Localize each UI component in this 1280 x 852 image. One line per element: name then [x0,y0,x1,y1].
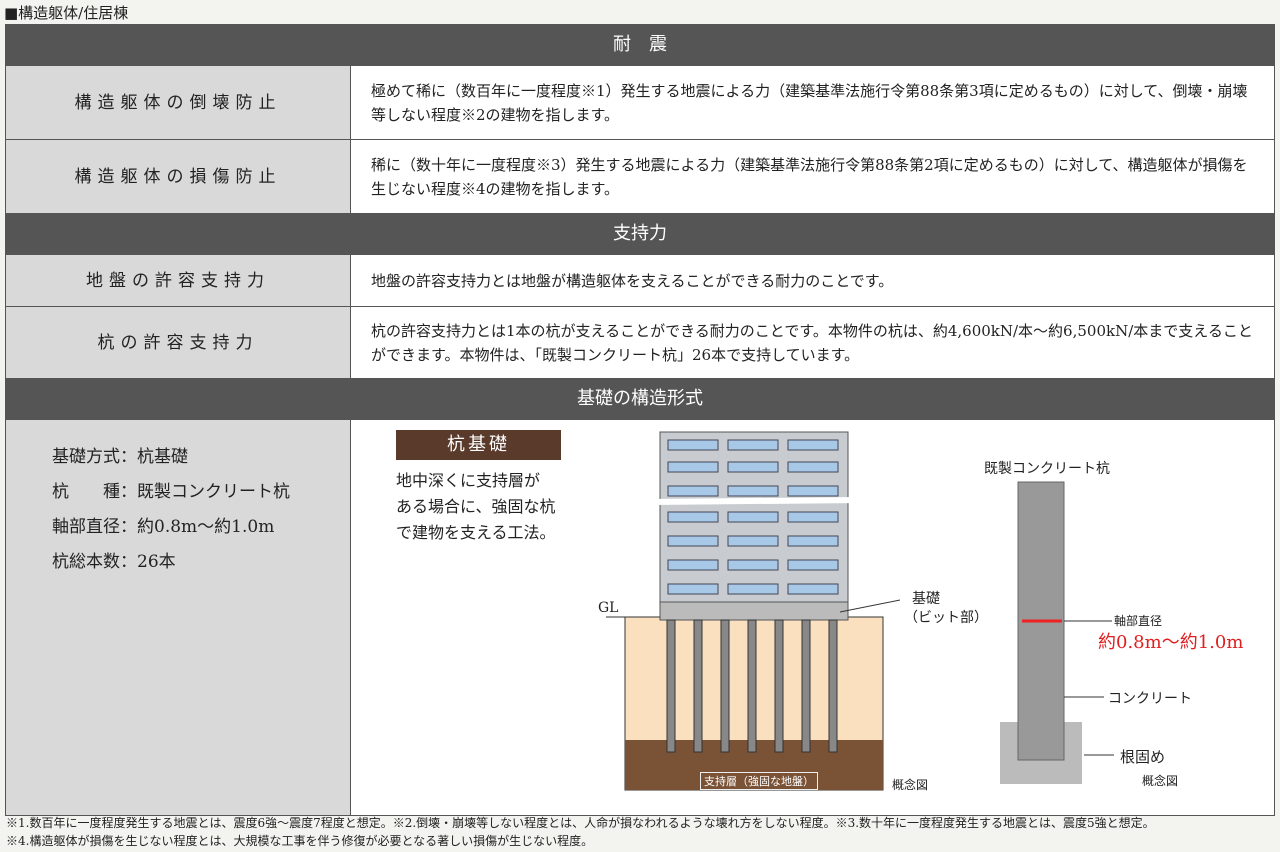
foundation-label: 基礎 [912,591,940,607]
spec-cell [5,419,351,816]
page-title: ■構造躯体/住居棟 [4,4,129,22]
gl-label: GL [598,600,619,616]
pile-title: 既製コンクリート杭 [984,461,1110,477]
row-label: 構造躯体の損傷防止 [5,139,351,214]
diameter-label: 軸部直径 [1114,614,1163,628]
spec-method: 基礎方式：杭基礎 [52,447,188,467]
section-header-foundation: 基礎の構造形式 [5,378,1275,420]
foundation-spec: 基礎方式：杭基礎 杭 種：既製コンクリート杭 軸部直径：約0.8m～約1.0m … [52,440,290,580]
footnote: ※4.構造躯体が損傷を生じない程度とは、大規模な工事を伴う修復が必要となる著しい… [6,834,594,848]
desc-line: ある場合に、強固な杭 [396,497,556,516]
row-label: 杭の許容支持力 [5,306,351,379]
row-text: 地盤の許容支持力とは地盤が構造躯体を支えることができる耐力のことです。 [350,254,1275,307]
pile-foundation-badge: 杭基礎 [396,430,561,460]
section-header-seismic: 耐 震 [5,24,1275,66]
section-header-bearing: 支持力 [5,213,1275,255]
bearing-layer-label: 支持層（強固な地盤） [700,772,818,790]
desc-line: 地中深くに支持層が [396,471,541,490]
diameter-value: 約0.8m～約1.0m [1098,632,1244,653]
spec-count: 杭総本数：26本 [52,552,176,572]
footnotes: ※1.数百年に一度程度発生する地震とは、震度6強～震度7程度と想定。※2.倒壊・… [6,814,1155,850]
method-description: 地中深くに支持層が ある場合に、強固な杭 で建物を支える工法。 [396,468,556,546]
root-label: 根固め [1120,748,1166,766]
pit-label: （ビット部） [904,610,988,626]
spec-pile-type: 杭 種：既製コンクリート杭 [52,482,290,502]
concrete-label: コンクリート [1108,691,1192,707]
row-text: 杭の許容支持力とは1本の杭が支えることができる耐力のことです。本物件の杭は、約4… [350,306,1275,379]
row-label: 構造躯体の倒壊防止 [5,65,351,140]
concept-label: 概念図 [892,778,929,792]
row-label: 地盤の許容支持力 [5,254,351,307]
spec-diameter: 軸部直径：約0.8m～約1.0m [52,517,275,537]
desc-line: で建物を支える工法。 [396,523,556,542]
footnote: ※1.数百年に一度程度発生する地震とは、震度6強～震度7程度と想定。※2.倒壊・… [6,816,1155,830]
row-text: 極めて稀に（数百年に一度程度※1）発生する地震による力（建築基準法施行令第88条… [350,65,1275,140]
row-text: 稀に（数十年に一度程度※3）発生する地震による力（建築基準法施行令第88条第2項… [350,139,1275,214]
concept-label-2: 概念図 [1142,774,1179,788]
